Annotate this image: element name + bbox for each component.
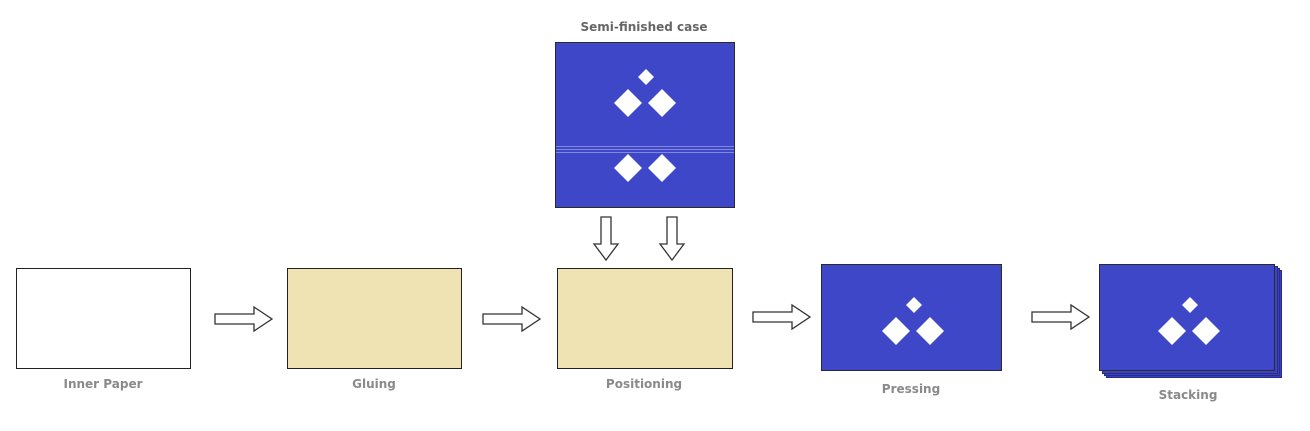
diamond-pair-icon [614, 154, 676, 182]
arrow-right-icon [1031, 303, 1091, 331]
pressing-box [821, 264, 1002, 371]
diamond-cluster-icon [1158, 297, 1220, 345]
inner-paper-box [16, 268, 191, 369]
stacking-box [1099, 264, 1275, 371]
semi-finished-case [555, 42, 735, 208]
semi-finished-case-label: Semi-finished case [580, 20, 708, 34]
positioning-box [557, 268, 733, 369]
inner-paper-label: Inner Paper [63, 377, 143, 391]
case-fold-line [556, 146, 734, 155]
positioning-label: Positioning [605, 377, 683, 391]
diamond-cluster-icon [614, 69, 676, 117]
arrow-right-icon [214, 305, 274, 333]
pressing-label: Pressing [881, 382, 941, 396]
arrow-down-icon [658, 216, 686, 262]
diamond-cluster-icon [882, 297, 944, 345]
stacking-label: Stacking [1158, 388, 1218, 402]
gluing-label: Gluing [352, 377, 396, 391]
arrow-down-icon [592, 216, 620, 262]
arrow-right-icon [482, 305, 542, 333]
gluing-box [287, 268, 462, 369]
arrow-right-icon [752, 303, 812, 331]
